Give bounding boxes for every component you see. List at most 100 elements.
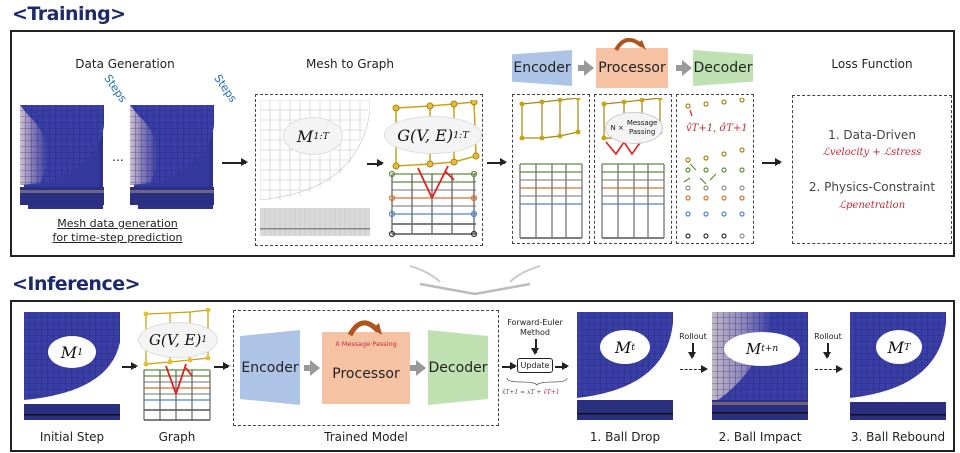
arrow-down-icon <box>689 343 695 359</box>
encoder-stage-box <box>512 94 590 244</box>
brace-icon <box>506 377 568 386</box>
inference-processor-block: Processor <box>322 332 410 404</box>
deformed-mesh-image <box>130 105 214 205</box>
arrow-right-icon <box>555 363 569 369</box>
ball-impact-label-sup: t+n <box>761 344 779 354</box>
data-generation-heading: Data Generation <box>75 57 175 71</box>
ball-drop-caption: 1. Ball Drop <box>589 430 661 444</box>
initial-label-sup: 1 <box>77 346 84 358</box>
rollout-label-1: Rollout <box>679 332 707 341</box>
mesh-to-graph-heading: Mesh to Graph <box>305 57 395 71</box>
inference-graph-label-sup: 1 <box>201 335 208 345</box>
ball-rebound-mesh-image <box>850 312 946 420</box>
gray-arrow-icon <box>578 60 594 76</box>
decoder-stage-box <box>676 94 754 244</box>
arrow-right-icon <box>214 363 230 369</box>
trained-model-caption: Trained Model <box>324 430 408 444</box>
decoded-nodes <box>683 98 745 239</box>
trained-model-box <box>233 310 499 426</box>
ball-drop-label-sup: t <box>631 341 636 353</box>
dashed-arrow-icon <box>680 364 708 373</box>
message-passing-ellipse: N × Message Passing <box>605 112 663 144</box>
loss-item-2: 2. Physics-Constraint <box>808 180 936 194</box>
arrow-right-icon <box>122 363 138 369</box>
ball-rebound-caption: 3. Ball Rebound <box>850 430 946 444</box>
caption-line-2: for time-step prediction <box>52 231 183 244</box>
loss-item-2-formula: ℒpenetration <box>838 200 906 211</box>
arrow-right-icon <box>487 159 507 165</box>
graph-caption: Graph <box>158 430 196 444</box>
arrow-down-icon <box>532 339 538 355</box>
update-button[interactable]: Update <box>517 358 553 373</box>
graph-label-sup: 1:T <box>453 129 469 141</box>
dashed-arrow-icon <box>815 364 843 373</box>
mesh-frame-front <box>130 105 214 205</box>
message-passing-line-1: Message <box>626 119 658 127</box>
inference-decoder-block: Decoder <box>428 330 488 405</box>
inference-processor-label: Processor <box>332 366 400 382</box>
training-section-title: <Training> <box>12 3 126 25</box>
graph-label-ellipse: G(V, E)1:T <box>384 116 482 154</box>
ball-impact-caption: 2. Ball Impact <box>718 430 802 444</box>
x-message-passing-label: X Message Passing <box>335 340 397 348</box>
ball-impact-mesh-image <box>712 312 808 420</box>
ball-drop-mesh-image <box>577 312 673 420</box>
message-passing-line-2: Passing <box>628 128 656 136</box>
arrow-down-icon <box>824 343 830 359</box>
loss-item-1-formula: ℒvelocity + ℒstress <box>822 147 922 158</box>
gray-arrow-icon <box>676 60 692 76</box>
ball-rebound-label-base: M <box>887 337 904 357</box>
caption-line-1: Mesh data generation <box>57 217 178 230</box>
gray-arrow-icon <box>410 360 426 376</box>
processor-stage-box <box>594 94 672 244</box>
ellipsis: ... <box>112 150 124 164</box>
initial-label-base: M <box>60 342 78 362</box>
mesh-frame-front <box>20 105 104 205</box>
forward-euler-line-1: Forward-Euler <box>507 318 563 327</box>
graph-label-base: G(V, E) <box>397 125 454 145</box>
loss-function-box <box>792 95 952 244</box>
update-formula-rhs: v̂T+1 <box>543 389 560 396</box>
loss-item-1: 1. Data-Driven <box>828 128 916 142</box>
encoded-graph <box>519 98 583 239</box>
forward-euler-line-2: Method <box>519 328 550 337</box>
update-formula: x̂T+1 = xT + v̂T+1 <box>502 389 560 396</box>
message-passing-n: N × <box>610 124 624 132</box>
inference-graph-label-ellipse: G(V, E)1 <box>138 322 218 358</box>
arrow-right-icon <box>762 159 782 165</box>
loop-arrow-icon <box>614 38 646 52</box>
initial-mesh-image <box>24 312 120 420</box>
encoder-block: Encoder <box>512 50 572 86</box>
update-formula-lhs: x̂T+1 = xT + <box>502 389 544 396</box>
arrow-right-icon <box>502 363 517 369</box>
decoder-block: Decoder <box>693 50 753 86</box>
training-panel <box>10 30 955 257</box>
inference-graph-label-base: G(V, E) <box>148 331 202 349</box>
inference-encoder-block: Encoder <box>240 330 300 405</box>
processor-block: Processor <box>596 48 668 88</box>
loss-function-heading: Loss Function <box>831 57 913 71</box>
inference-panel <box>10 300 955 452</box>
ball-impact-label-base: M <box>745 340 762 358</box>
mesh-label-base: M <box>296 126 314 146</box>
deformed-mesh-image <box>20 105 104 205</box>
arrow-right-icon <box>222 159 248 165</box>
rollout-label-2: Rollout <box>814 332 842 341</box>
ball-drop-label-base: M <box>614 337 632 357</box>
transition-arrow-icon <box>409 265 541 296</box>
initial-step-caption: Initial Step <box>39 430 105 444</box>
loop-arrow-icon <box>347 320 382 337</box>
decoder-output-label: v̂T+1, σ̂T+1 <box>686 123 748 134</box>
ball-rebound-label-sup: T <box>903 341 911 353</box>
gray-arrow-icon <box>304 360 320 376</box>
graph-network-diagram <box>388 100 480 238</box>
arrow-right-icon <box>367 160 384 166</box>
mesh-label-sup: 1:T <box>313 130 330 142</box>
inference-section-title: <Inference> <box>12 273 141 295</box>
mesh-to-graph-box <box>255 94 483 246</box>
